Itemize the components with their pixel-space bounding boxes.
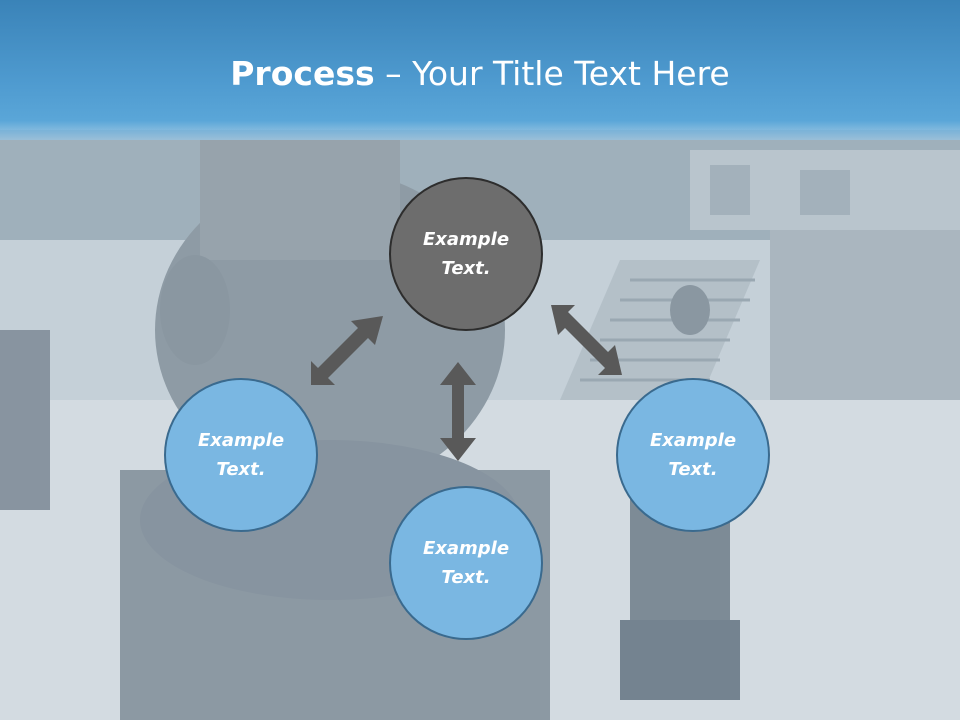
title-rest: – Your Title Text Here xyxy=(374,54,730,93)
node-label: Text. xyxy=(216,459,266,480)
title-bold: Process xyxy=(230,54,375,93)
node-label: Example xyxy=(422,538,510,559)
node-label: Text. xyxy=(668,459,718,480)
title-band xyxy=(0,0,960,140)
arrow-top-right xyxy=(551,305,622,375)
arrow-vertical xyxy=(440,362,476,461)
node-label: Example xyxy=(649,430,737,451)
page-title: Process – Your Title Text Here xyxy=(0,52,960,96)
arrow-top-left xyxy=(311,316,383,385)
node-label: Text. xyxy=(441,258,491,279)
node-label: Text. xyxy=(441,567,491,588)
node-label: Example xyxy=(422,229,510,250)
node-label: Example xyxy=(197,430,285,451)
